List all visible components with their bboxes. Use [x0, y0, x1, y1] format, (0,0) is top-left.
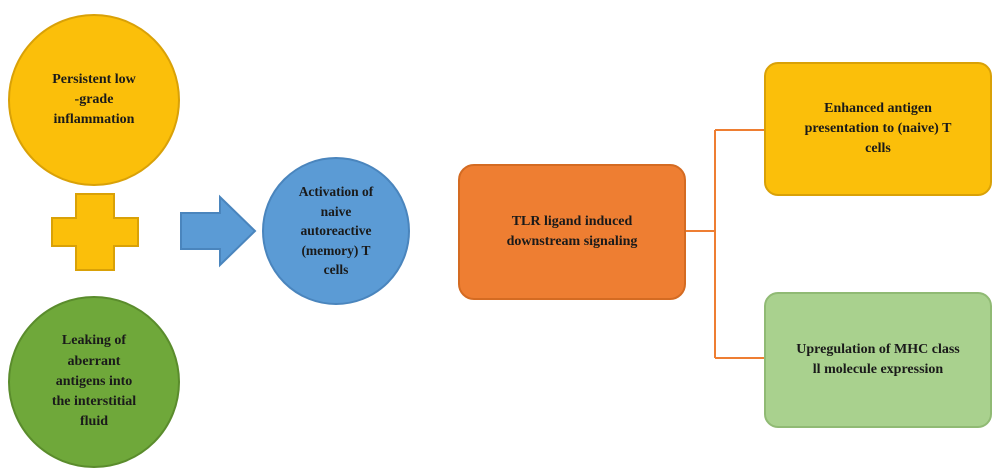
t-cell-activation-label: Activation of naive autoreactive (memory…	[299, 182, 374, 280]
right-arrow-icon	[180, 194, 257, 268]
mhc-line-1: Upregulation of MHC class	[796, 341, 960, 357]
tlr-signaling-label: TLR ligand induced downstream signaling	[507, 212, 638, 253]
leaking-line-2: aberrant	[67, 353, 121, 369]
activation-line-3: autoreactive	[300, 223, 372, 239]
t-cell-activation-node: Activation of naive autoreactive (memory…	[262, 157, 410, 305]
activation-line-4: (memory) T	[301, 242, 371, 258]
inflammation-label: Persistent low -grade inflammation	[52, 70, 136, 131]
bracket-connector	[686, 129, 764, 359]
antigen-line-3: cells	[865, 141, 891, 157]
mhc-upregulation-node: Upregulation of MHC class ll molecule ex…	[764, 292, 992, 428]
activation-line-1: Activation of	[298, 184, 374, 200]
inflammation-node: Persistent low -grade inflammation	[8, 14, 180, 186]
plus-icon	[51, 193, 139, 271]
leaking-line-4: the interstitial	[51, 394, 137, 410]
leaking-line-5: fluid	[79, 414, 108, 430]
mhc-line-2: ll molecule expression	[812, 362, 944, 377]
tlr-line-1: TLR ligand induced	[511, 213, 633, 229]
leaking-antigens-label: Leaking of aberrant antigens into the in…	[52, 331, 136, 432]
tlr-line-2: downstream signaling	[506, 234, 638, 249]
leaking-line-1: Leaking of	[61, 333, 127, 349]
tlr-signaling-node: TLR ligand induced downstream signaling	[458, 164, 686, 300]
mhc-upregulation-label: Upregulation of MHC class ll molecule ex…	[796, 340, 959, 381]
inflammation-line-1: Persistent low	[52, 71, 136, 87]
antigen-presentation-label: Enhanced antigen presentation to (naive)…	[805, 99, 952, 160]
leaking-line-3: antigens into	[55, 373, 133, 389]
inflammation-line-2: -grade	[74, 91, 114, 107]
inflammation-line-3: inflammation	[53, 112, 135, 128]
leaking-antigens-node: Leaking of aberrant antigens into the in…	[8, 296, 180, 468]
antigen-line-1: Enhanced antigen	[824, 100, 932, 116]
antigen-presentation-node: Enhanced antigen presentation to (naive)…	[764, 62, 992, 196]
activation-line-2: naive	[320, 203, 352, 219]
antigen-line-2: presentation to (naive) T	[804, 120, 952, 136]
activation-line-5: cells	[323, 262, 349, 278]
